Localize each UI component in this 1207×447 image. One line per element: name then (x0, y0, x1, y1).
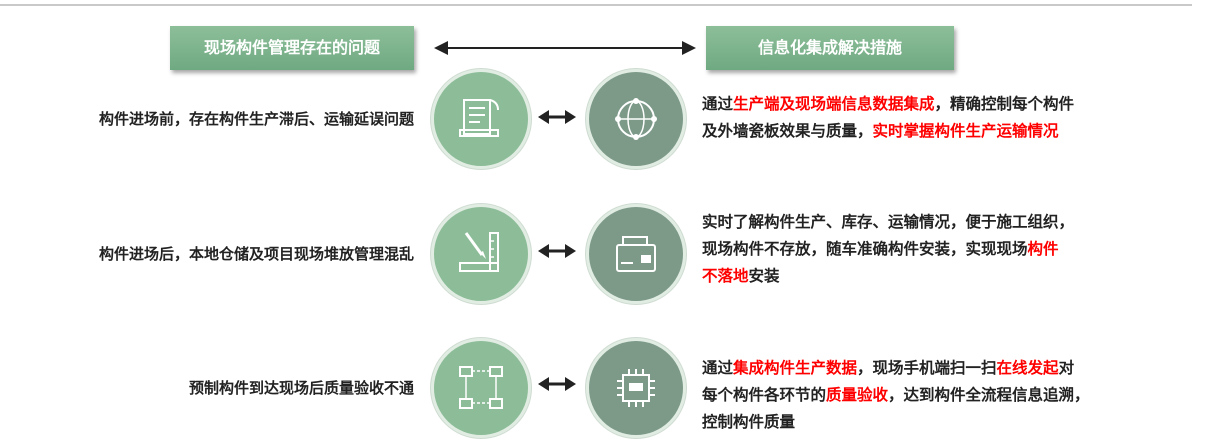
chip-icon (617, 369, 655, 407)
problem-circle-2 (431, 204, 531, 304)
highlight-text: 质量验收 (826, 386, 889, 404)
solution-text-3: 通过集成构件生产数据，现场手机端扫一扫在线发起对每个构件各环节的质量验收，达到构… (702, 355, 1090, 436)
network-nodes-icon (459, 366, 503, 409)
solution-segment: 每个构件各环节的 (702, 386, 827, 404)
solution-segment: 现场构件不存放，随车准确构件安装，实现现场 (702, 240, 1028, 258)
problem-text-3: 预制构件到达现场后质量验收不通 (188, 379, 414, 397)
ruler-pen-icon (459, 232, 499, 272)
problem-text-2: 构件进场后，本地仓储及项目现场堆放管理混乱 (98, 245, 414, 263)
solution-segment: 通过 (702, 359, 734, 377)
solution-circle-1 (586, 69, 686, 169)
highlight-text: 实时掌握构件生产运输情况 (872, 122, 1059, 140)
solution-segment: 控制构件质量 (702, 413, 796, 431)
solution-segment: 通过 (702, 95, 734, 113)
solution-segment: ，精确控制每个构件 (934, 95, 1075, 113)
problem-circle-3 (431, 338, 531, 438)
solution-circle-3 (586, 338, 686, 438)
solution-circle-2 (586, 204, 686, 304)
row1-double-arrow-icon (538, 110, 576, 124)
solution-segment: 对 (1058, 359, 1075, 377)
solution-segment: 安装 (748, 267, 780, 285)
problems-banner: 现场构件管理存在的问题 (170, 26, 414, 70)
row3-double-arrow-icon (538, 377, 576, 391)
problem-text-1: 构件进场前，存在构件生产滞后、运输延误问题 (98, 110, 414, 128)
highlight-text: 构件 (1027, 240, 1059, 258)
top-divider (0, 4, 1192, 6)
solution-segment: ，现场手机端扫一扫 (857, 359, 997, 377)
solution-segment: 及外墙瓷板效果与质量， (702, 122, 873, 140)
highlight-text: 不落地 (702, 267, 749, 285)
top-double-arrow-icon (434, 41, 696, 55)
highlight-text: 在线发起 (996, 359, 1059, 377)
solution-segment: ，达到构件全流程信息追溯， (888, 386, 1090, 404)
document-list-icon (459, 99, 499, 137)
globe-network-icon (615, 98, 657, 140)
solutions-banner: 信息化集成解决措施 (706, 26, 954, 70)
solution-text-1: 通过生产端及现场端信息数据集成，精确控制每个构件及外墙瓷板效果与质量，实时掌握构… (702, 91, 1074, 145)
problem-circle-1 (431, 69, 531, 169)
solution-segment: 实时了解构件生产、库存、运输情况，便于施工组织， (702, 213, 1075, 231)
highlight-text: 集成构件生产数据 (733, 359, 858, 377)
solution-text-2: 实时了解构件生产、库存、运输情况，便于施工组织， 现场构件不存放，随车准确构件安装… (702, 209, 1074, 290)
highlight-text: 生产端及现场端信息数据集成 (733, 95, 935, 113)
card-wallet-icon (616, 236, 656, 272)
row2-double-arrow-icon (538, 244, 576, 258)
